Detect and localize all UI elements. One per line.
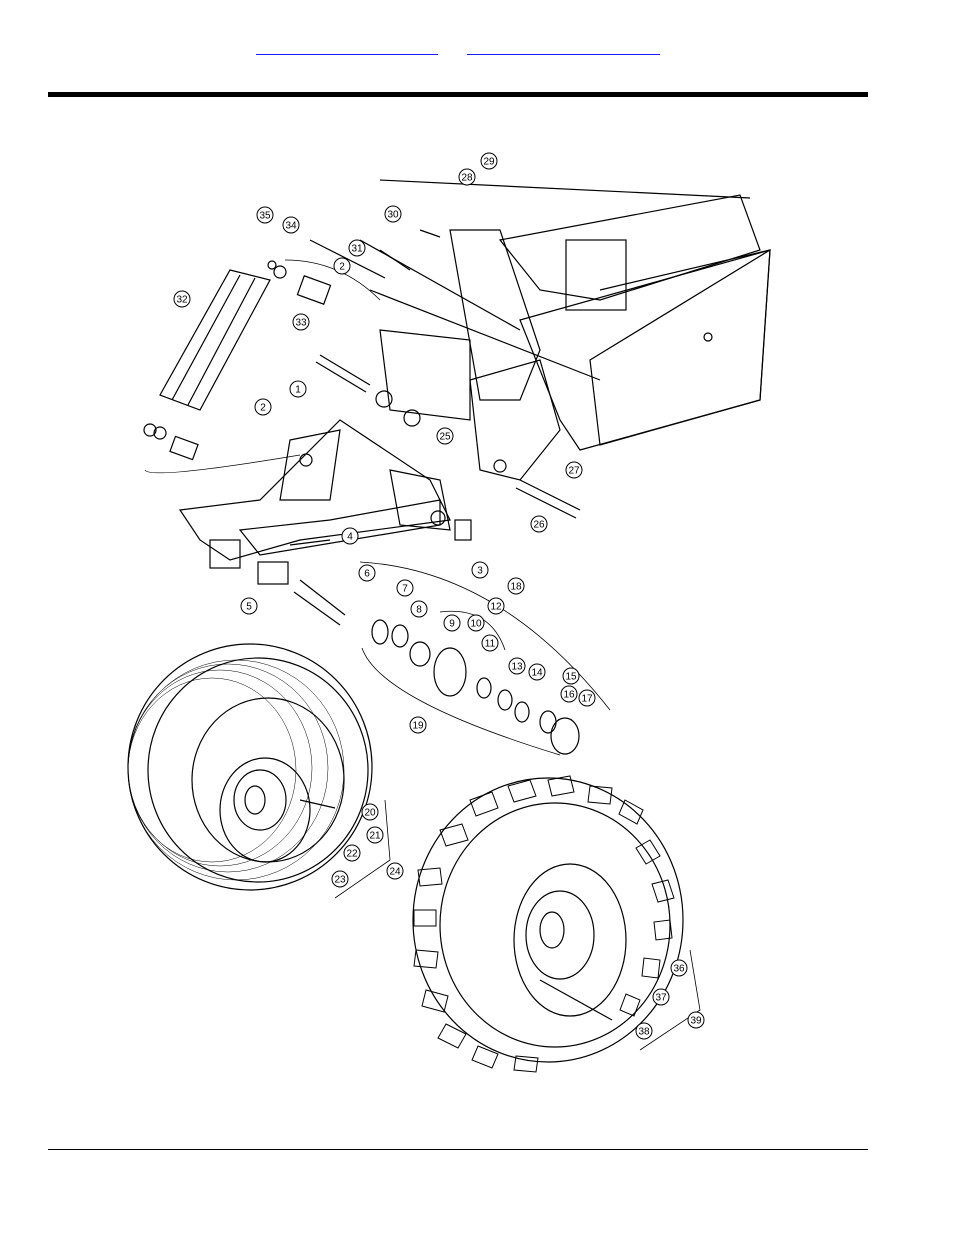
callout-8: 8 [411,601,427,617]
callout-5: 5 [241,598,257,614]
callout-17: 17 [579,690,595,706]
svg-text:2: 2 [260,403,266,414]
svg-text:5: 5 [246,602,252,613]
callout-22: 22 [344,845,360,861]
svg-text:12: 12 [490,602,502,613]
callout-18: 18 [508,578,524,594]
callout-2: 2 [255,399,271,415]
svg-text:19: 19 [412,721,424,732]
callout-14: 14 [529,664,545,680]
callout-23: 23 [332,871,348,887]
left-wheel [128,644,372,890]
svg-text:24: 24 [389,867,401,878]
callout-34: 34 [283,217,299,233]
callout-24: 24 [387,863,403,879]
svg-text:17: 17 [581,694,593,705]
bottom-rule [48,1149,868,1150]
svg-text:6: 6 [364,569,370,580]
callout-16: 16 [561,686,577,702]
svg-text:8: 8 [416,605,422,616]
svg-text:34: 34 [285,221,297,232]
callout-25: 25 [437,428,453,444]
svg-text:35: 35 [259,211,271,222]
svg-text:7: 7 [402,584,408,595]
callout-3: 3 [472,562,488,578]
svg-text:1: 1 [295,385,301,396]
callout-1: 1 [290,381,306,397]
svg-text:20: 20 [364,808,376,819]
callout-6: 6 [359,565,375,581]
svg-text:30: 30 [387,210,399,221]
svg-text:27: 27 [568,466,580,477]
svg-text:22: 22 [346,849,358,860]
callout-27: 27 [566,462,582,478]
callout-20: 20 [362,804,378,820]
svg-text:18: 18 [510,582,522,593]
svg-text:9: 9 [449,619,455,630]
callout-30: 30 [385,206,401,222]
callout-10: 10 [468,615,484,631]
callout-15: 15 [563,668,579,684]
hub-parts [372,620,579,754]
callout-36: 36 [671,960,687,976]
callout-35: 35 [257,207,273,223]
svg-text:15: 15 [565,672,577,683]
svg-text:3: 3 [477,566,483,577]
callout-38: 38 [636,1023,652,1039]
svg-text:14: 14 [531,668,543,679]
svg-text:2: 2 [339,262,345,273]
frame-structure [360,180,770,480]
axle-frame [180,420,471,584]
svg-text:23: 23 [334,875,346,886]
svg-text:26: 26 [533,520,545,531]
callout-29: 29 [481,153,497,169]
svg-text:10: 10 [470,619,482,630]
callout-19: 19 [410,717,426,733]
svg-text:13: 13 [511,662,523,673]
callout-32: 32 [174,291,190,307]
pins [290,230,580,625]
callout-leaders [145,260,700,1050]
svg-text:39: 39 [690,1016,702,1027]
svg-text:29: 29 [483,157,495,168]
callout-21: 21 [367,827,383,843]
svg-text:25: 25 [439,432,451,443]
callout-26: 26 [531,516,547,532]
svg-text:11: 11 [485,639,496,650]
callout-2: 2 [334,258,350,274]
callout-11: 11 [482,635,498,651]
svg-text:4: 4 [347,532,353,543]
svg-text:38: 38 [638,1027,650,1038]
hydraulic-cylinder [144,261,331,460]
callout-9: 9 [444,615,460,631]
callout-13: 13 [509,658,525,674]
callout-28: 28 [459,169,475,185]
callout-4: 4 [342,528,358,544]
callout-31: 31 [349,240,365,256]
svg-text:21: 21 [369,831,381,842]
svg-text:16: 16 [563,690,575,701]
svg-text:31: 31 [351,244,363,255]
svg-text:32: 32 [176,295,188,306]
callout-12: 12 [488,598,504,614]
callout-37: 37 [653,989,669,1005]
svg-text:36: 36 [673,964,685,975]
callout-33: 33 [293,314,309,330]
svg-text:37: 37 [655,993,667,1004]
callout-7: 7 [397,580,413,596]
callout-39: 39 [688,1012,704,1028]
svg-text:28: 28 [461,173,473,184]
svg-text:33: 33 [295,318,307,329]
